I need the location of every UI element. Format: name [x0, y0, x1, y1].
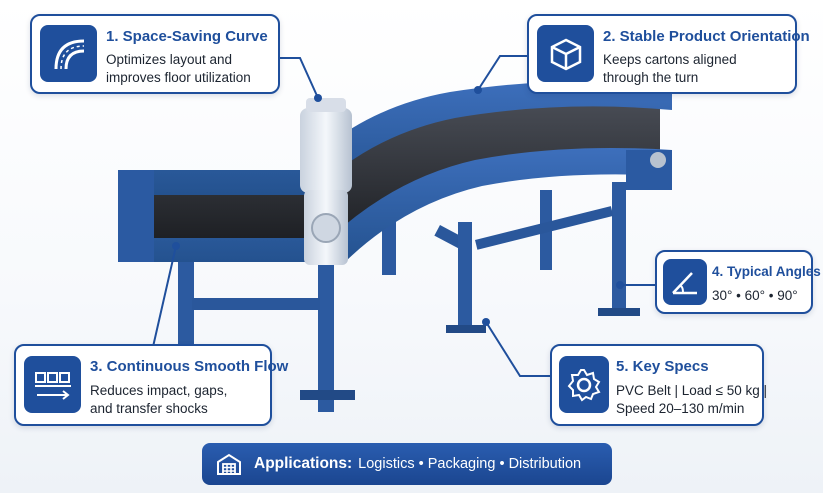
pointer-dot-5 [482, 318, 490, 326]
callout-title: 1. Space-Saving Curve [106, 28, 268, 45]
callout-key-specs: 5. Key Specs PVC Belt | Load ≤ 50 kg | S… [550, 344, 768, 426]
curve-road-icon [40, 25, 97, 82]
callout-typical-angles: 4. Typical Angles 30° • 60° • 90° [655, 250, 821, 314]
pointer-dot-1 [314, 94, 322, 102]
callout-stable-product-orientation: 2. Stable Product Orientation Keeps cart… [527, 14, 810, 94]
callout-desc-line: and transfer shocks [90, 401, 208, 416]
callout-title: 5. Key Specs [616, 358, 709, 375]
callout-desc-line: improves floor utilization [106, 70, 251, 85]
callout-desc-line: Speed 20–130 m/min [616, 401, 745, 416]
callout-desc-line: Keeps cartons aligned [603, 52, 737, 67]
conveyor-belt [150, 96, 660, 245]
conveyor-boxes-icon [24, 356, 81, 413]
callout-title: 2. Stable Product Orientation [603, 28, 810, 45]
callout-desc-line: Reduces impact, gaps, [90, 383, 228, 398]
callout-space-saving-curve: 1. Space-Saving Curve Optimizes layout a… [30, 14, 280, 94]
drive-motor [300, 98, 352, 265]
conveyor-inner-rail [118, 147, 672, 262]
conveyor-legs [178, 182, 640, 412]
callout-title: 3. Continuous Smooth Flow [90, 358, 289, 375]
angle-icon [663, 259, 707, 305]
callout-desc-line: Optimizes layout and [106, 52, 233, 67]
applications-list: Logistics • Packaging • Distribution [358, 456, 582, 472]
callout-desc-line: through the turn [603, 70, 699, 85]
gear-icon [559, 356, 609, 413]
callout-title: 4. Typical Angles [712, 264, 821, 279]
pointer-dot-4 [616, 281, 624, 289]
callout-desc-line: 30° • 60° • 90° [712, 288, 798, 303]
pointer-dot-2 [474, 86, 482, 94]
pointer-dot-3 [172, 242, 180, 250]
callout-continuous-smooth-flow: 3. Continuous Smooth Flow Reduces impact… [14, 344, 288, 426]
applications-label: Applications: [254, 455, 353, 472]
callout-desc-line: PVC Belt | Load ≤ 50 kg | [616, 383, 768, 398]
applications-banner: Applications: Logistics • Packaging • Di… [202, 443, 612, 485]
conveyor-end-plate [118, 170, 154, 262]
box-icon [537, 25, 594, 82]
warehouse-icon [216, 452, 242, 476]
